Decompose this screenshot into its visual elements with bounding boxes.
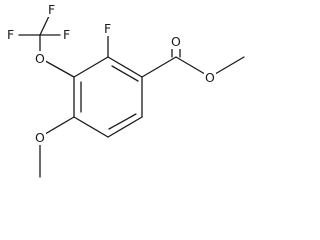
atom-o-ester: O <box>205 70 215 85</box>
label-bg-o-methoxy <box>34 130 46 145</box>
bond-ring-c3-c2 <box>73 56 109 78</box>
atom-f-top-left: F <box>7 27 14 42</box>
chemical-structure: F F F O F O O O <box>6 2 245 178</box>
atom-o-ether: O <box>35 51 45 66</box>
atom-f-right: F <box>63 27 70 42</box>
bond-ring-c5-c4 <box>73 116 109 138</box>
atom-o-methoxy: O <box>35 130 45 145</box>
atom-f-top: F <box>48 2 55 17</box>
label-bg-o-carbonyl <box>170 34 182 49</box>
label-bg-f-top-left <box>6 27 17 42</box>
bonds-ester <box>141 45 245 78</box>
label-bg-f-top <box>47 2 58 17</box>
bond-ring-c6-c5 <box>107 116 143 138</box>
label-bg-o-ester <box>204 70 216 85</box>
bond-ring-c2-c1 <box>107 56 143 78</box>
bond-ring-c1-c2-inner <box>111 65 139 82</box>
label-bg-f-right <box>62 27 73 42</box>
atom-o-carbonyl: O <box>171 34 181 49</box>
atom-f-ring: F <box>104 21 111 36</box>
label-bg-f-ring <box>103 21 114 36</box>
label-bg-o-ether <box>34 51 46 66</box>
bonds-methoxy <box>39 116 75 178</box>
bonds-benzene-ring <box>73 56 143 138</box>
bond-ring-carbonyl-c <box>141 56 177 78</box>
atom-labels: F F F O F O O O <box>6 2 216 145</box>
bond-cf3-f-top <box>39 13 51 36</box>
bond-ring-c6-c5-inner <box>108 113 137 130</box>
